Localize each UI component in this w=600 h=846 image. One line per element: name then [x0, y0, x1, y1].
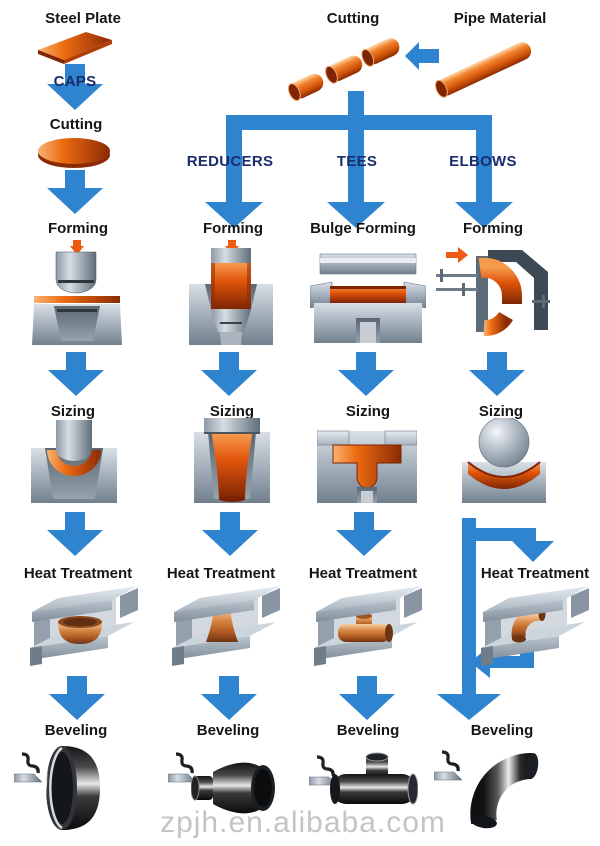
reducer-sizing-die-illustration [194, 418, 270, 503]
down-arrow-icon [201, 352, 257, 396]
cap-blank-disc-illustration [38, 138, 110, 168]
beveling-tool-icon [14, 752, 43, 783]
branch-label-reducers: REDUCERS [186, 153, 274, 170]
down-arrow-icon [48, 352, 104, 396]
reducers-step-forming: Forming [203, 220, 263, 237]
caps-step-sizing: Sizing [50, 403, 96, 420]
elbows-step-forming: Forming [463, 220, 523, 237]
caps-branch-arrow-icon [47, 64, 103, 110]
pipe-material-illustration [434, 42, 532, 98]
down-arrow-icon [336, 512, 392, 556]
branch-label-caps: CAPS [53, 73, 97, 90]
elbows-step-sizing: Sizing [478, 403, 524, 420]
elbow-sizing-die-illustration [462, 418, 546, 503]
heat-treatment-furnace-reducer-illustration [172, 586, 280, 666]
caps-step-cutting: Cutting [49, 116, 103, 133]
tees-step-beveling: Beveling [336, 722, 400, 739]
down-arrow-icon [202, 512, 258, 556]
heat-treatment-furnace-tee-illustration [314, 586, 422, 666]
branch-connector [205, 91, 513, 228]
down-arrow-icon [49, 676, 105, 720]
pipe-cutting-title: Cutting [326, 10, 380, 27]
steel-plate-illustration [38, 32, 112, 64]
cap-sizing-die-illustration [31, 420, 117, 503]
caps-step-beveling: Beveling [44, 722, 108, 739]
elbows-step-beveling: Beveling [470, 722, 534, 739]
tees-step-sizing: Sizing [345, 403, 391, 420]
reducers-step-heat-treatment: Heat Treatment [166, 565, 276, 582]
steel-cap-product-illustration [46, 746, 100, 830]
reducers-step-beveling: Beveling [196, 722, 260, 739]
tee-sizing-die-illustration [317, 430, 417, 503]
elbows-step-heat-treatment: Heat Treatment [480, 565, 590, 582]
down-arrow-icon [339, 676, 395, 720]
tees-step-forming: Bulge Forming [310, 220, 416, 237]
branch-label-tees: TEES [336, 153, 378, 170]
elbow-forming-mandrel-illustration [436, 247, 550, 336]
pipe-material-title: Pipe Material [453, 10, 547, 27]
beveling-tool-icon [309, 755, 338, 786]
down-arrow-icon [47, 170, 103, 214]
down-arrow-icon [338, 352, 394, 396]
tee-product-illustration [330, 752, 418, 805]
beveling-tool-icon [168, 752, 197, 783]
heat-treatment-furnace-cap-illustration [30, 586, 138, 666]
small-orange-down-arrow-icon [225, 240, 239, 255]
caps-step-heat-treatment: Heat Treatment [23, 565, 133, 582]
pipe-cutting-illustration [287, 38, 400, 102]
heat-treatment-furnace-elbow-illustration [481, 586, 589, 666]
beveling-tool-icon [434, 750, 463, 781]
down-arrow-icon [469, 352, 525, 396]
reducers-step-sizing: Sizing [209, 403, 255, 420]
left-arrow-icon [405, 42, 439, 70]
branch-label-elbows: ELBOWS [449, 153, 517, 170]
caps-step-forming: Forming [48, 220, 108, 237]
tees-step-heat-treatment: Heat Treatment [308, 565, 418, 582]
reducer-forming-die-illustration [189, 248, 273, 345]
elbow-product-illustration [470, 753, 539, 829]
watermark-text: zpjh.en.alibaba.com [160, 806, 446, 839]
cap-forming-press-illustration [32, 251, 122, 345]
steel-plate-title: Steel Plate [45, 10, 121, 27]
small-orange-down-arrow-icon [70, 240, 84, 255]
down-arrow-icon [47, 512, 103, 556]
down-arrow-icon [201, 676, 257, 720]
tee-bulge-forming-press-illustration [310, 253, 426, 343]
reducer-product-illustration [191, 762, 275, 814]
